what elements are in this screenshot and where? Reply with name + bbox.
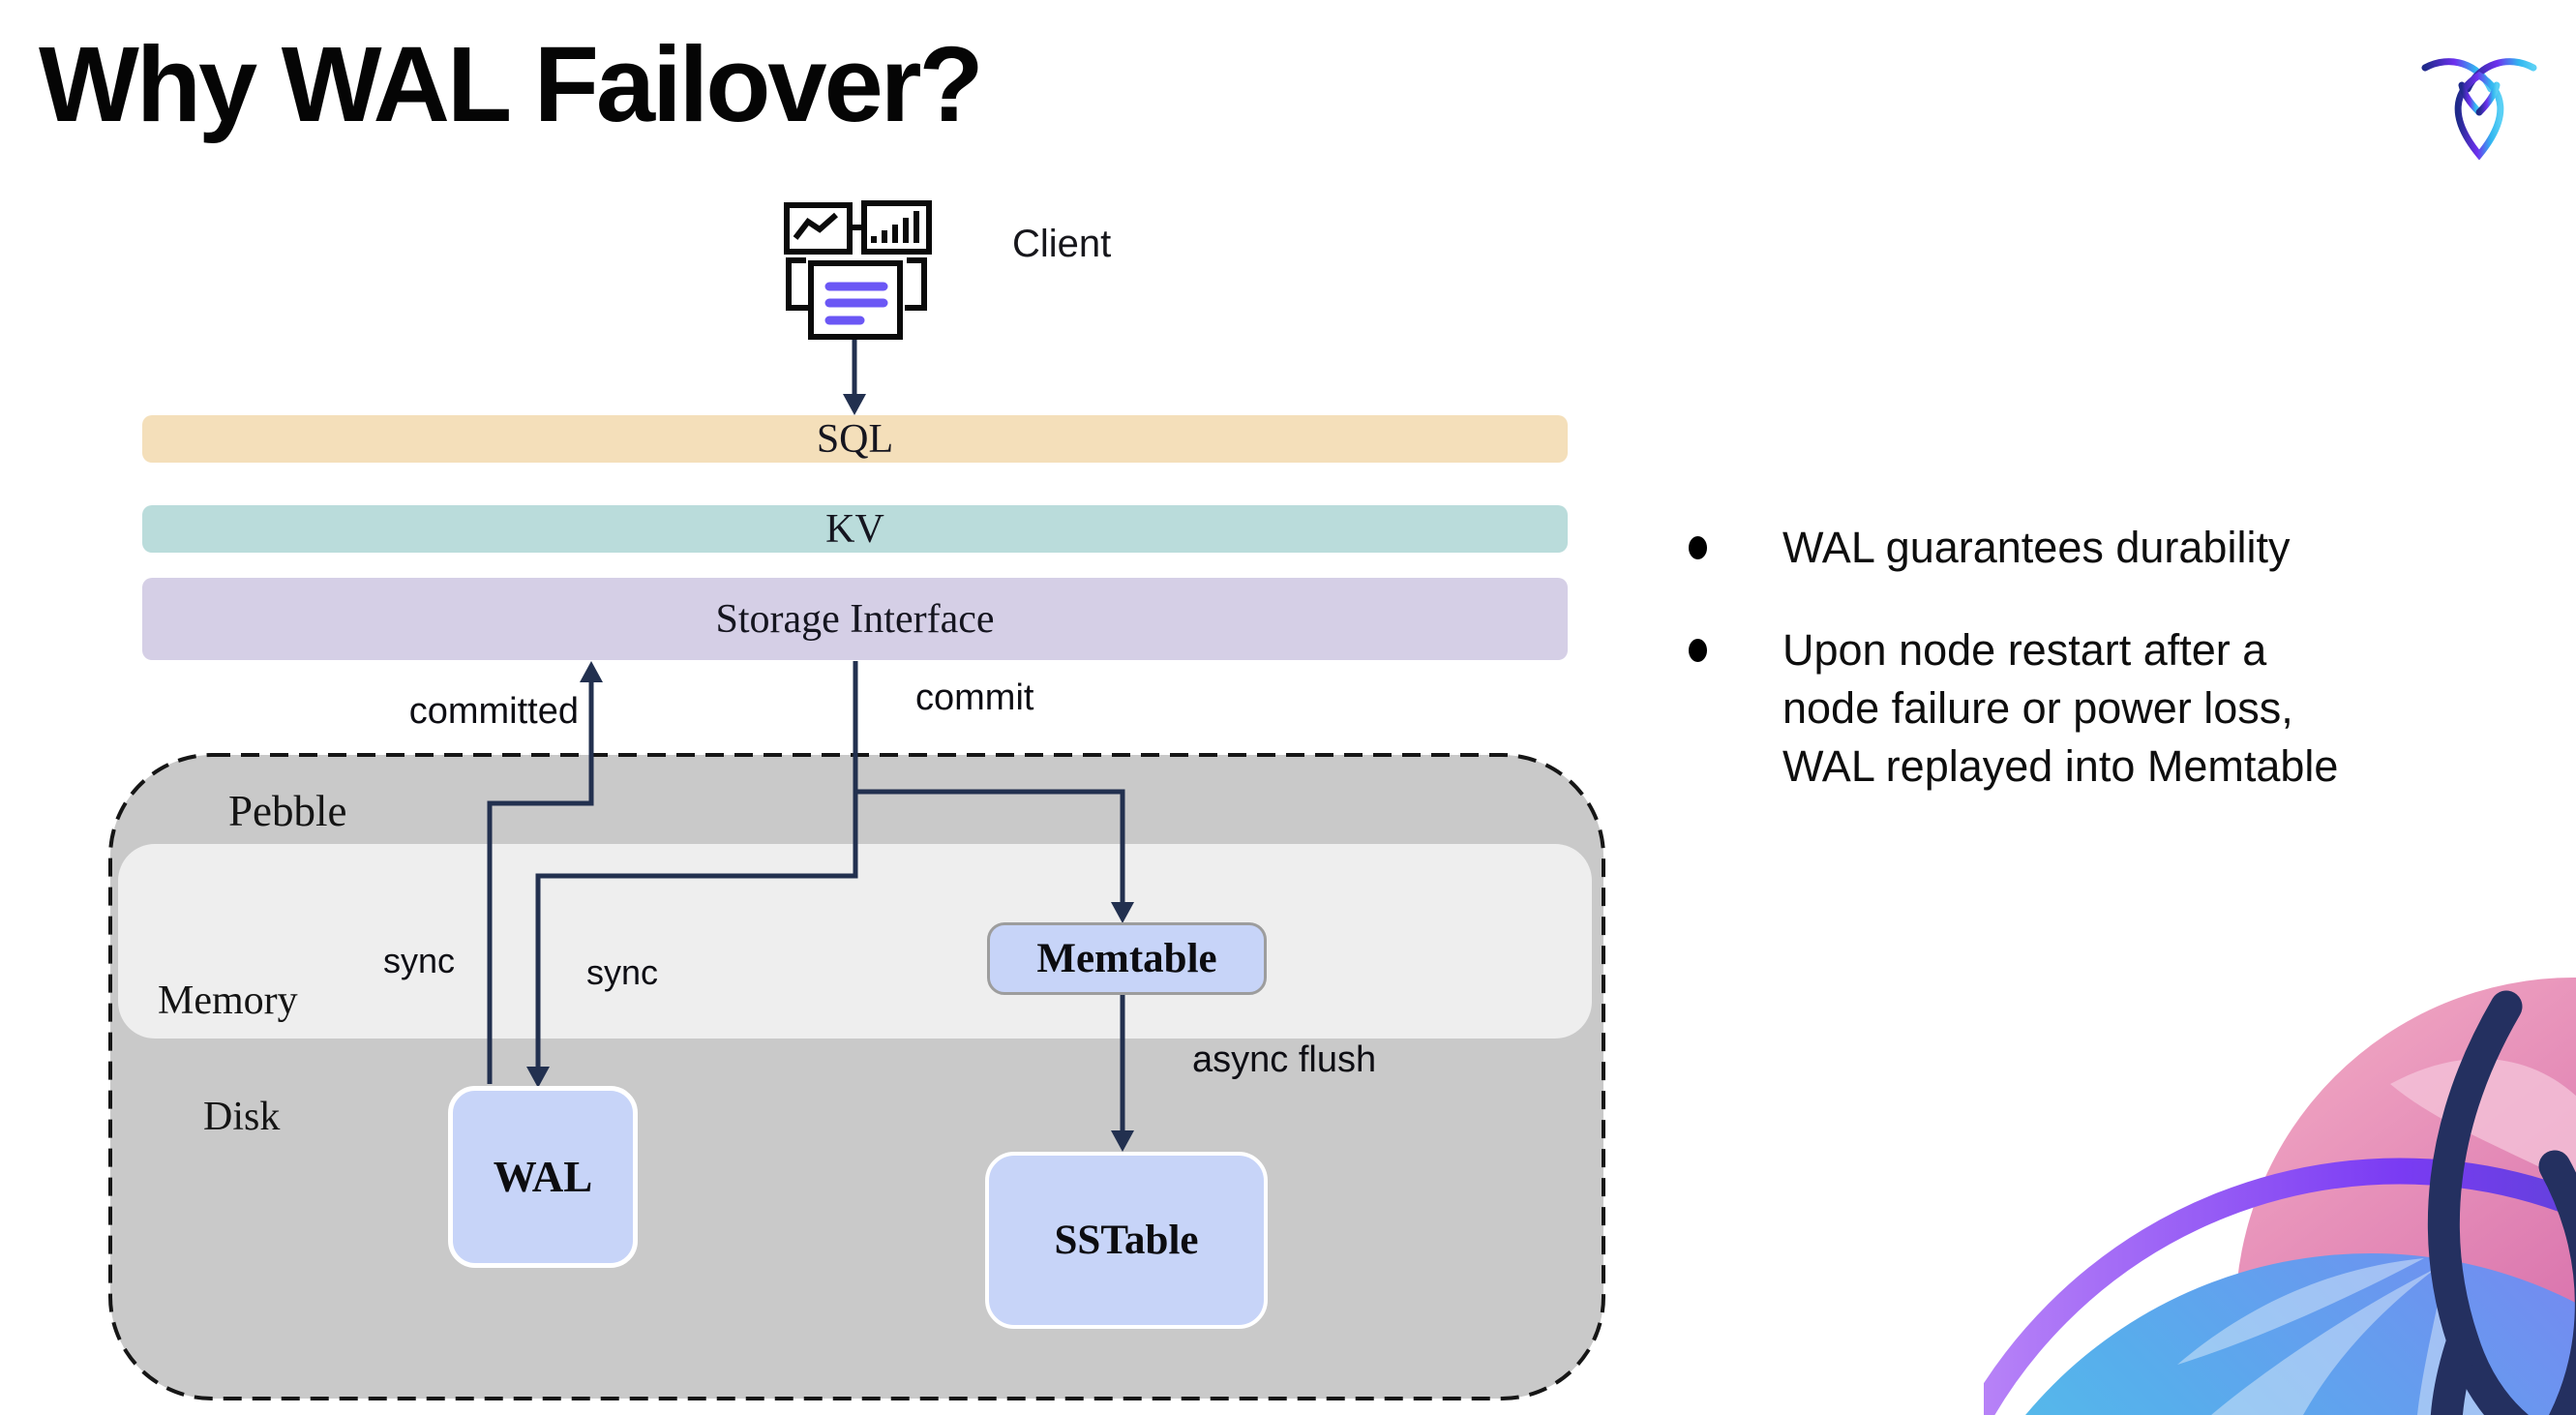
navy-vines: [2427, 990, 2576, 1415]
bullet-item: Upon node restart after a node failure o…: [1689, 621, 2560, 796]
edge-sync-to-wal: [535, 661, 858, 1070]
layer-storage-interface: Storage Interface: [142, 578, 1568, 660]
brand-corner-art: [1984, 978, 2576, 1415]
node-sstable: SSTable: [985, 1152, 1268, 1329]
edge-committed: [487, 679, 594, 1084]
arrowhead-sql: [843, 394, 866, 415]
connectors: [487, 339, 1125, 1134]
edge-label-async-flush: async flush: [1192, 1039, 1377, 1080]
client-label: Client: [1012, 223, 1112, 265]
arrowhead-memtable: [1111, 902, 1134, 923]
bracket-right: [905, 257, 927, 311]
node-memtable-label: Memtable: [1036, 936, 1217, 981]
edge-label-committed: committed: [408, 691, 579, 732]
node-wal-label: WAL: [493, 1153, 593, 1201]
node-memtable: Memtable: [987, 922, 1267, 995]
edge-label-sync-right: sync: [586, 952, 659, 992]
disk-zone-label: Disk: [203, 1095, 281, 1139]
layer-sql: SQL: [142, 415, 1568, 463]
layer-storage-label: Storage Interface: [715, 596, 995, 642]
arrowhead-committed: [580, 661, 603, 682]
bullet-dot-icon: [1689, 639, 1707, 662]
node-wal: WAL: [448, 1086, 638, 1268]
bullet-text-1: WAL guarantees durability: [1782, 523, 2291, 572]
arrowhead-sstable: [1111, 1130, 1134, 1152]
client-icon: [784, 200, 932, 340]
layer-kv: KV: [142, 505, 1568, 553]
bullet-list: WAL guarantees durability Upon node rest…: [1689, 519, 2560, 796]
bullet-item: WAL guarantees durability: [1689, 519, 2560, 577]
pebble-label: Pebble: [228, 787, 347, 835]
arrowhead-wal: [526, 1067, 550, 1088]
edge-label-commit: commit: [915, 677, 1034, 718]
node-sstable-label: SSTable: [1054, 1218, 1199, 1263]
layer-sql-label: SQL: [816, 416, 894, 462]
cockroachdb-logo-icon: [2421, 58, 2537, 161]
layer-kv-label: KV: [825, 506, 884, 552]
memory-zone-label: Memory: [158, 978, 298, 1023]
pink-leaf-highlight: [2390, 1059, 2576, 1186]
arrowheads: [526, 394, 1134, 1152]
bullet-dot-icon: [1689, 536, 1707, 559]
dash-glyph: [853, 225, 861, 230]
page-title: Why WAL Failover?: [39, 25, 984, 144]
edge-commit-to-memtable: [855, 789, 1125, 906]
purple-ring: [1984, 1158, 2576, 1415]
bullet-text-2: Upon node restart after a node failure o…: [1782, 625, 2339, 791]
edge-label-sync-left: sync: [383, 941, 456, 980]
bracket-left: [786, 257, 808, 311]
